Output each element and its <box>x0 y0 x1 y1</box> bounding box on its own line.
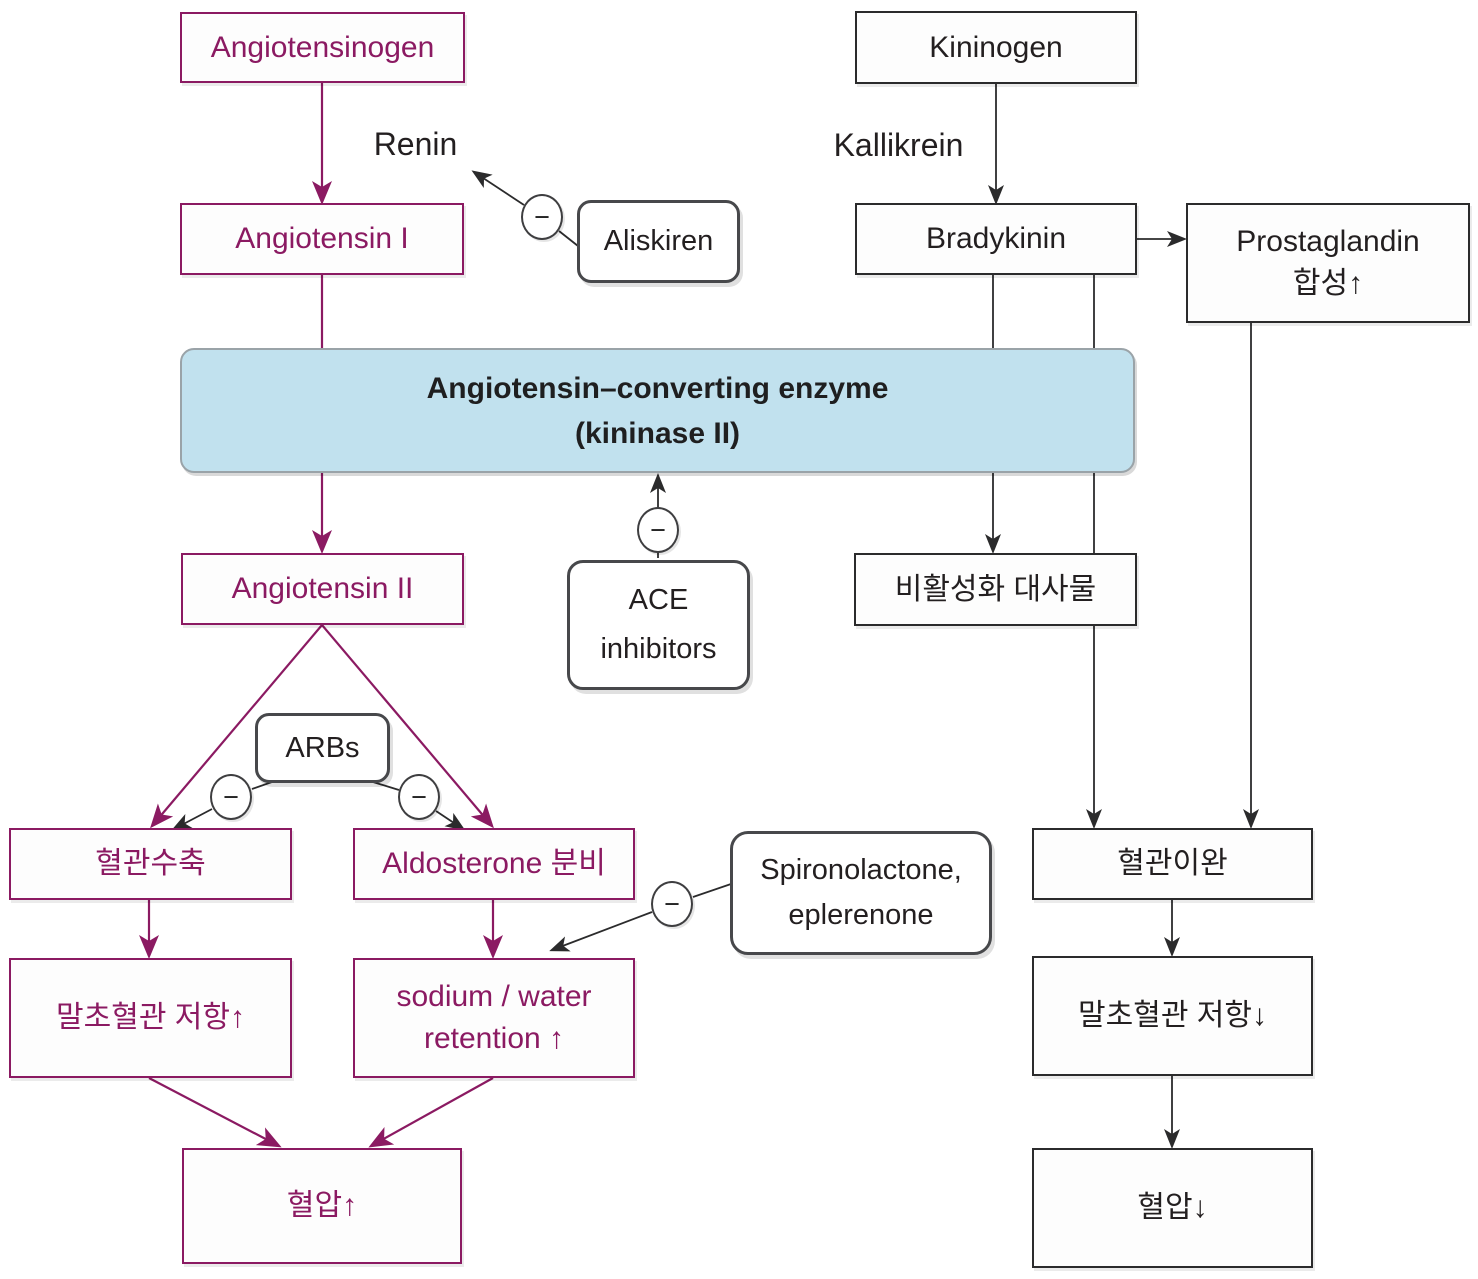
drug-box-ace-inhibitors: ACE inhibitors <box>567 560 750 690</box>
box-angiotensinogen: Angiotensinogen <box>180 12 465 83</box>
box-kininogen: Kininogen <box>855 11 1137 84</box>
drug-arbs-label: ARBs <box>285 731 360 764</box>
box-peripheral-resistance-down-label: 말초혈관 저항↓ <box>1078 999 1267 1032</box>
minus-circle-ace-inhibitors: − <box>637 507 679 553</box>
minus-sign: − <box>534 201 550 232</box>
box-peripheral-resistance-up: 말초혈관 저항↑ <box>9 958 292 1078</box>
arrow-arbs-inhibit-aldosterone <box>435 810 466 831</box>
box-peripheral-resistance-down: 말초혈관 저항↓ <box>1032 956 1313 1076</box>
box-bradykinin: Bradykinin <box>855 203 1137 275</box>
box-blood-pressure-down: 혈압↓ <box>1032 1148 1313 1268</box>
box-aldosterone-secretion: Aldosterone 분비 <box>353 828 635 900</box>
arrow-angiotensin2-to-vasoconstriction <box>150 624 323 829</box>
minus-circle-arbs-right: − <box>398 774 440 820</box>
connector-aliskiren-to-minus <box>558 230 579 247</box>
box-vasodilation-label: 혈관이완 <box>1117 847 1228 880</box>
box-angiotensin-2-label: Angiotensin II <box>231 572 414 605</box>
label-renin: Renin <box>373 126 458 162</box>
box-peripheral-resistance-up-label: 말초혈관 저항↑ <box>56 1001 245 1034</box>
arrow-arbs-inhibit-vasoconstriction <box>171 808 213 831</box>
box-sodium-water-retention-line2: retention ↑ <box>423 1022 565 1055</box>
minus-circle-arbs-left: − <box>210 774 252 820</box>
box-ace-line1: Angiotensin–converting enzyme <box>426 371 889 405</box>
connector-spironolactone-to-minus <box>692 883 732 898</box>
connector-arbs-to-left-minus <box>251 781 273 790</box>
minus-circle-spironolactone: − <box>651 881 693 927</box>
box-sodium-water-retention: sodium / water retention ↑ <box>353 958 635 1078</box>
drug-aliskiren-label: Aliskiren <box>603 225 714 258</box>
box-angiotensin-converting-enzyme: Angiotensin–converting enzyme (kininase … <box>180 348 1135 473</box>
arrow-angiotensin2-to-aldosterone <box>321 624 494 829</box>
box-prostaglandin-line2: 합성↑ <box>1292 267 1364 300</box>
box-angiotensin-1-label: Angiotensin I <box>235 222 409 255</box>
drug-box-aliskiren: Aliskiren <box>577 200 740 283</box>
box-inactive-metabolites: 비활성화 대사물 <box>854 553 1137 626</box>
box-angiotensin-2: Angiotensin II <box>181 553 464 625</box>
arrow-aliskiren-inhibits-renin <box>471 170 525 206</box>
box-angiotensinogen-label: Angiotensinogen <box>210 30 435 64</box>
box-kininogen-label: Kininogen <box>929 30 1063 64</box>
box-bradykinin-label: Bradykinin <box>925 222 1067 255</box>
minus-sign: − <box>650 514 666 545</box>
box-inactive-metabolites-label: 비활성화 대사물 <box>894 572 1097 606</box>
drug-box-arbs: ARBs <box>255 713 390 783</box>
box-aldosterone-secretion-label: Aldosterone 분비 <box>382 847 606 880</box>
box-vasoconstriction: 혈관수축 <box>9 828 292 900</box>
box-vasoconstriction-label: 혈관수축 <box>95 847 206 880</box>
label-kallikrein: Kallikrein <box>833 127 964 163</box>
drug-ace-inhibitors-line1: ACE <box>628 583 689 616</box>
box-angiotensin-1: Angiotensin I <box>180 203 464 275</box>
arrow-resistance-up-to-bp-up <box>148 1077 282 1148</box>
box-sodium-water-retention-line1: sodium / water <box>396 980 592 1013</box>
box-vasodilation: 혈관이완 <box>1032 828 1313 900</box>
arrow-sodium-retention-to-bp-up <box>368 1077 494 1148</box>
minus-circle-aliskiren: − <box>521 194 563 240</box>
drug-spironolactone-line1: Spironolactone, <box>760 854 962 887</box>
drug-spironolactone-line2: eplerenone <box>788 899 934 931</box>
connector-arbs-to-right-minus <box>372 781 400 791</box>
minus-sign: − <box>664 888 680 919</box>
arrow-spironolactone-inhibits-retention <box>549 911 653 952</box>
box-blood-pressure-up-label: 혈압↑ <box>286 1189 358 1222</box>
box-prostaglandin-line1: Prostaglandin <box>1236 225 1420 258</box>
box-blood-pressure-down-label: 혈압↓ <box>1137 1191 1208 1224</box>
box-prostaglandin-synthesis: Prostaglandin 합성↑ <box>1186 203 1470 323</box>
drug-ace-inhibitors-line2: inhibitors <box>600 633 717 665</box>
minus-sign: − <box>223 781 239 812</box>
box-blood-pressure-up: 혈압↑ <box>182 1148 462 1264</box>
drug-box-spironolactone-eplerenone: Spironolactone, eplerenone <box>730 831 992 955</box>
box-ace-line2: (kininase II) <box>574 416 741 450</box>
minus-sign: − <box>411 781 427 812</box>
